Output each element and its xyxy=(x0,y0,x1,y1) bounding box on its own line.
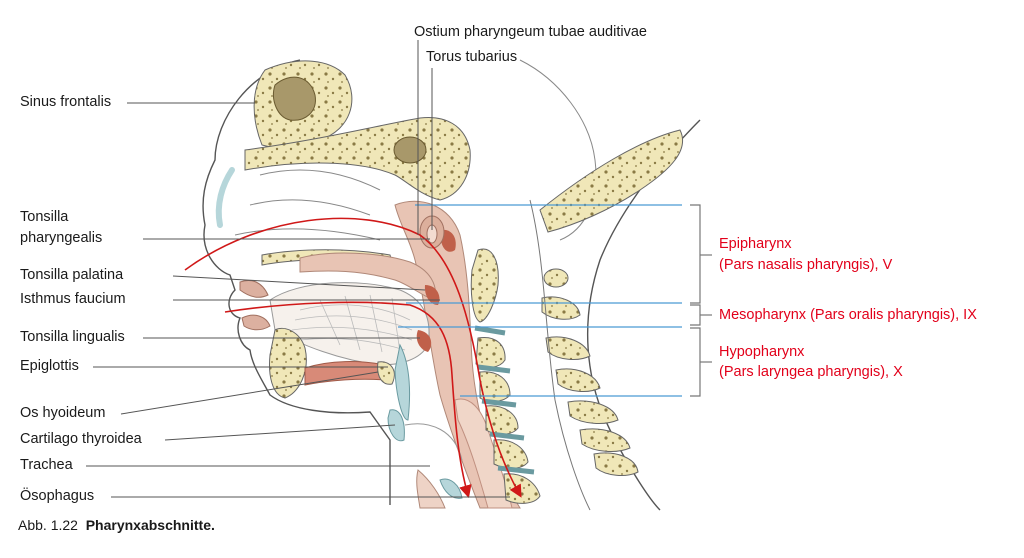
frontal-sinus xyxy=(273,76,316,121)
label-tonsilla-pharyngealis-line1: Tonsilla xyxy=(20,209,69,225)
label-tonsilla-palatina: Tonsilla palatina xyxy=(20,267,124,283)
region-brackets xyxy=(690,204,712,397)
spinous-processes xyxy=(539,129,684,476)
hyoid-bone xyxy=(377,361,395,385)
pharynx-level-lines xyxy=(398,204,682,397)
figure-caption: Abb. 1.22 Pharynxabschnitte. xyxy=(18,517,215,533)
nasal-concha-middle xyxy=(249,199,371,216)
label-os-hyoideum: Os hyoideum xyxy=(20,405,106,421)
lingual-tonsil xyxy=(416,330,432,352)
cervical-spine xyxy=(470,248,541,504)
nasal-cartilage xyxy=(215,167,235,228)
label-mesopharynx: Mesopharynx (Pars oralis pharyngis), IX xyxy=(719,307,977,323)
food-arrow xyxy=(224,301,472,499)
label-epipharynx-line1: Epipharynx xyxy=(719,236,792,252)
cricoid-cartilage xyxy=(439,478,463,499)
label-ostium: Ostium pharyngeum tubae auditivae xyxy=(414,24,647,40)
epiglottis-shape xyxy=(394,343,411,421)
label-isthmus-faucium: Isthmus faucium xyxy=(20,291,126,307)
nasal-concha-lower xyxy=(234,228,381,241)
label-cartilago-thyroidea: Cartilago thyroidea xyxy=(20,431,142,447)
label-hypopharynx-line2: (Pars laryngea pharyngis), X xyxy=(719,364,903,380)
leader-lines xyxy=(86,40,510,498)
spinal-cord-line xyxy=(529,199,591,511)
skull-inner-line xyxy=(519,59,597,241)
label-tonsilla-pharyngealis-line2: pharyngealis xyxy=(20,230,103,246)
caption-prefix: Abb. 1.22 xyxy=(18,517,78,533)
label-epiglottis: Epiglottis xyxy=(20,358,79,374)
label-hypopharynx-line1: Hypopharynx xyxy=(719,344,805,360)
label-tonsilla-lingualis: Tonsilla lingualis xyxy=(20,329,125,345)
sphenoid-sinus xyxy=(393,136,427,164)
label-sinus-frontalis: Sinus frontalis xyxy=(20,94,112,110)
upper-lip xyxy=(239,280,269,298)
label-trachea: Trachea xyxy=(20,457,73,473)
label-torus: Torus tubarius xyxy=(426,49,518,65)
caption-title: Pharynxabschnitte. xyxy=(85,517,215,533)
trachea-shape xyxy=(416,469,446,509)
label-oesophagus: Ösophagus xyxy=(20,488,95,504)
lower-lip xyxy=(241,314,271,331)
mandible xyxy=(269,327,307,399)
nasal-concha-upper xyxy=(259,169,381,191)
label-epipharynx-line2: (Pars nasalis pharyngis), V xyxy=(719,257,893,273)
airway-arrow xyxy=(184,217,522,498)
